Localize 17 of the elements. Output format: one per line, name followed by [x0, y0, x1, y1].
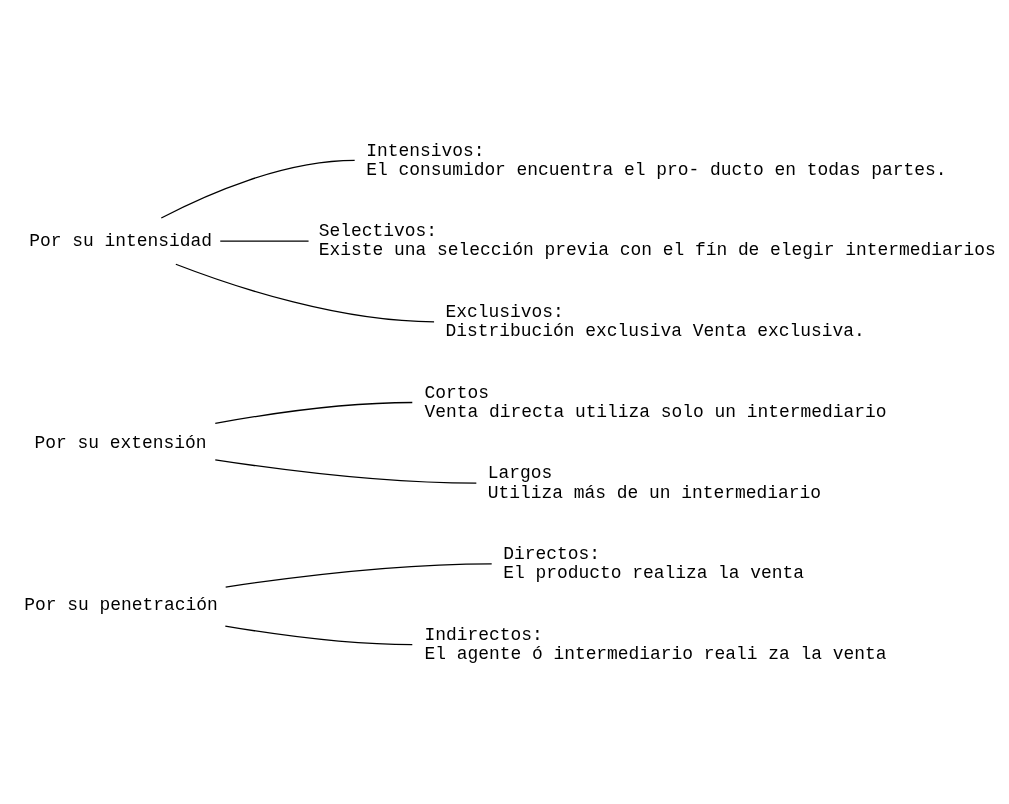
connector	[224, 624, 413, 645]
connector	[160, 159, 356, 219]
node-text: Directos: El producto realiza la venta	[503, 543, 805, 583]
node-text: Intensivos: El consumidor encuentra el pro- ducto en todas partes.	[366, 140, 947, 180]
connector	[225, 562, 493, 588]
connector	[214, 458, 477, 484]
node-text: Indirectos: El agente ó intermediario reali za la venta	[424, 624, 887, 664]
node-text: Por su extensión	[34, 432, 207, 453]
node-text: Exclusivos: Distribución exclusiva Venta exclusiva.	[445, 301, 865, 341]
node-text: Cortos Venta directa utiliza solo un intermediario	[424, 382, 887, 422]
connector	[219, 240, 310, 242]
node-text: Por su penetración	[24, 594, 218, 615]
connector	[214, 401, 413, 424]
node-text: Selectivos: Existe una selección previa con el fín de elegir intermediarios	[318, 220, 996, 260]
node-text: Largos Utiliza más de un intermediario	[487, 462, 821, 503]
connector	[175, 263, 435, 322]
node-text: Por su intensidad	[29, 230, 213, 251]
